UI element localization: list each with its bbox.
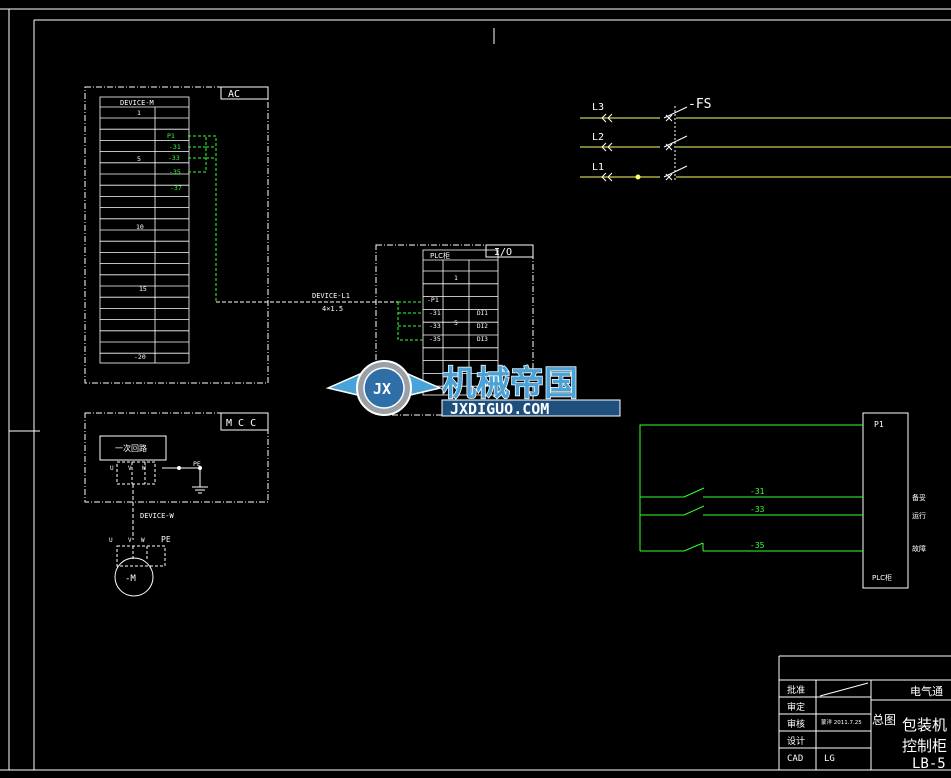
ac-terminal-table (99, 96, 190, 364)
ac-row-15: 15 (139, 285, 147, 293)
watermark: JX 机械帝国 JXDIGUO.COM (325, 360, 621, 418)
control-contact-33: -33 (750, 505, 765, 514)
motor-terminal-v: V (128, 537, 132, 544)
motor-terminal-w: W (141, 537, 145, 544)
motor: U V W PE -M (109, 535, 171, 597)
control-box-top: P1 (874, 420, 884, 429)
title-block-title: 电气通 (910, 684, 943, 698)
title-row-verify: 审定 (787, 701, 805, 713)
io-input-di2: DI2 (477, 323, 488, 330)
mcc-pe-label: PE (193, 460, 201, 468)
title-review-date: 蒙洋 2011.7.25 (821, 718, 862, 726)
ac-table-title: DEVICE-M (120, 99, 154, 107)
motor-symbol (114, 557, 154, 597)
power-switch-label: -FS (688, 97, 711, 112)
watermark-title: 机械帝国 (442, 364, 578, 404)
io-terminal-p1: -P1 (427, 296, 439, 304)
title-block: 电气通 批准 审定 审核 设计 CAD 蒙洋 2011.7.25 LG 总图 包… (778, 655, 951, 772)
control-box-bottom: PLC柜 (872, 573, 892, 582)
ac-row-10: 10 (136, 223, 144, 231)
io-input-di1: DI1 (477, 310, 488, 317)
power-line-l2: L2 (592, 132, 604, 143)
cable-name: DEVICE-L1 (312, 292, 350, 300)
watermark-logo: JX (325, 360, 443, 416)
mcc-terminal-v: V (128, 465, 132, 472)
motor-pe-label: PE (161, 535, 171, 544)
control-section: P1 PLC柜 -31 -33 -35 备妥 运行 故障 (639, 412, 926, 589)
io-terminal-33: -33 (429, 322, 441, 330)
mcc-panel-label: M C C (226, 418, 256, 429)
watermark-url: JXDIGUO.COM (450, 400, 549, 418)
cable-spec: 4×1.5 (322, 305, 343, 313)
title-row-approve: 批准 (787, 684, 805, 696)
ac-terminal-37: -37 (170, 184, 182, 192)
title-cad-name: LG (824, 754, 835, 764)
watermark-logo-letters: JX (373, 380, 391, 398)
ac-terminal-33: -33 (168, 154, 180, 162)
ac-row-5: 5 (137, 155, 141, 163)
ac-panel: AC DEVICE-M 1 5 10 15 -20 P1 -31 -33 -35… (84, 86, 269, 384)
motor-terminal-u: U (109, 537, 113, 544)
mcc-cable-name: DEVICE-W (140, 512, 175, 520)
control-signal-fault: 故障 (912, 544, 926, 553)
power-line-l3: L3 (592, 102, 604, 113)
io-panel-label: I/O (494, 247, 512, 258)
mcc-circuit-label: 一次回路 (115, 443, 147, 453)
cable-device-l1: DEVICE-L1 4×1.5 (216, 292, 398, 313)
title-drawing-no: LB-5 (912, 756, 946, 772)
title-row-review: 审核 (787, 718, 805, 730)
ac-panel-label: AC (228, 89, 240, 100)
io-terminal-31: -31 (429, 309, 441, 317)
control-signal-ready: 备妥 (912, 493, 926, 502)
mcc-terminal-w: W (142, 465, 146, 472)
title-row-design: 设计 (787, 735, 805, 747)
io-signal-wires (397, 301, 423, 341)
io-table-title: PLC柜 (430, 251, 450, 260)
drawing-frame (0, 8, 951, 771)
mcc-panel: M C C 一次回路 U V W PE DEVICE-W (84, 412, 269, 540)
title-drawing-name-2: 控制柜 (902, 737, 947, 755)
io-terminal-table (422, 249, 499, 396)
motor-label: -M (125, 574, 136, 584)
control-contact-31: -31 (750, 487, 765, 496)
io-row-1: 1 (454, 274, 458, 282)
ac-row-20: -20 (134, 353, 146, 361)
ac-terminal-p1: P1 (167, 132, 175, 140)
title-row-cad: CAD (787, 754, 803, 764)
title-drawing-type: 总图 (872, 713, 896, 727)
ac-signal-wires (188, 135, 217, 302)
io-panel: I/O PLC柜 1 5 -P1 -31 -33 -35 DI1 DI2 DI3 (375, 244, 534, 416)
control-signal-running: 运行 (912, 511, 926, 520)
title-drawing-name-1: 包装机 (902, 716, 947, 734)
ac-terminal-31: -31 (169, 143, 181, 151)
io-input-di3: DI3 (477, 336, 488, 343)
mcc-terminal-u: U (110, 465, 114, 472)
power-section: -FS L3 L2 L1 (580, 97, 951, 182)
mcc-wiring (116, 461, 208, 540)
io-terminal-35: -35 (429, 335, 441, 343)
ac-row-1: 1 (137, 109, 141, 117)
io-row-5: 5 (454, 319, 458, 327)
ac-terminal-35: -35 (169, 168, 181, 176)
control-contact-35: -35 (750, 541, 765, 550)
power-line-l1: L1 (592, 162, 604, 173)
